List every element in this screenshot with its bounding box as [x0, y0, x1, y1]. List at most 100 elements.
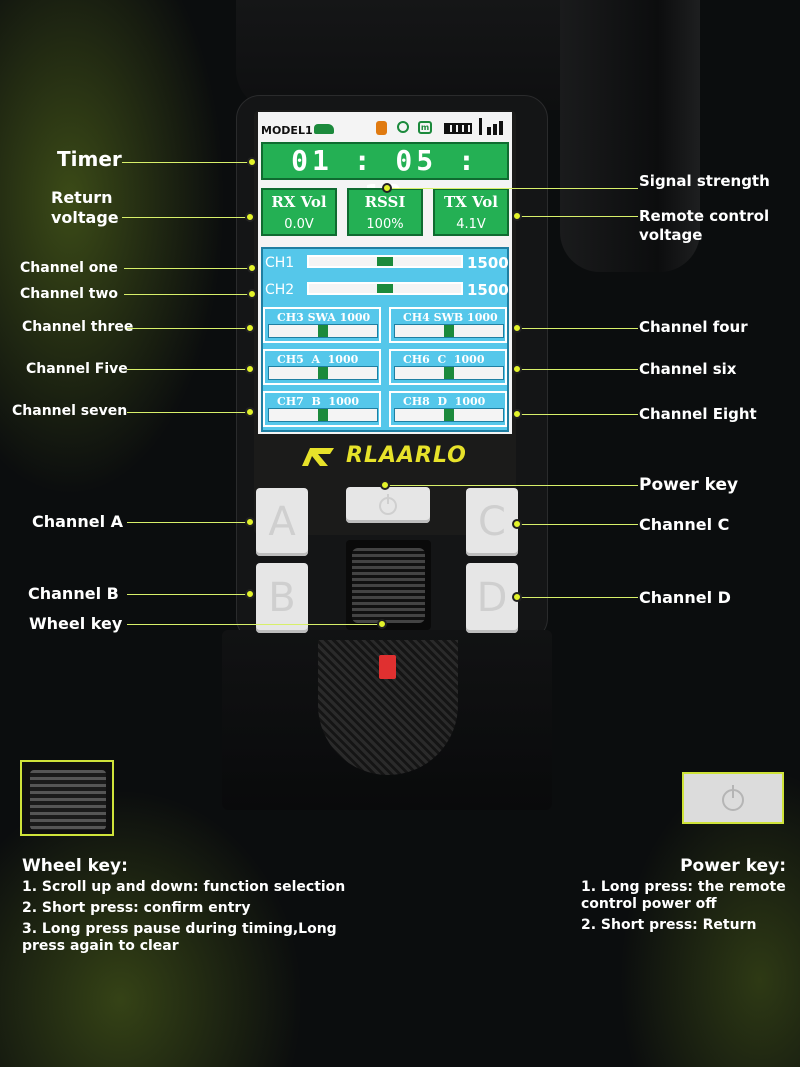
label-channel-six: Channel six [639, 360, 737, 378]
power-icon [379, 494, 397, 515]
channel-8-cell: CH8 D 1000 [389, 391, 507, 427]
dot-channel-six [512, 364, 522, 374]
power-thumbnail-icon [722, 785, 744, 811]
wheel-note-item: 1. Scroll up and down: function selectio… [22, 879, 346, 895]
brand-mark-icon [302, 448, 334, 466]
label-timer: Timer [57, 147, 122, 171]
dot-channel-three [245, 323, 255, 333]
timer-display: 01 : 05 : 10 [261, 142, 509, 211]
channel-1-label: CH1 [265, 255, 295, 271]
remote-top [236, 0, 586, 110]
dot-wheel-key [377, 619, 387, 629]
wheel-key[interactable] [346, 540, 431, 630]
channel-2-fill [377, 284, 393, 293]
rssi-box: RSSI 100% [347, 188, 423, 236]
channel-4-text: CH4 SWB 1000 [403, 311, 498, 324]
wheel-roller [352, 548, 425, 623]
dot-channel-eight [512, 409, 522, 419]
line-channel-five [127, 369, 249, 370]
dot-channel-b [245, 589, 255, 599]
channel-a-key[interactable]: A [256, 488, 308, 556]
line-channel-a [127, 522, 249, 523]
dot-signal-strength [382, 183, 392, 193]
channel-5-bar [268, 366, 378, 380]
line-channel-b [127, 594, 249, 595]
channel-4-bar [394, 324, 504, 338]
channel-5-text: CH5 A 1000 [277, 353, 359, 366]
rx-vol-value: 0.0V [284, 217, 314, 232]
dot-channel-four [512, 323, 522, 333]
label-return-voltage-2: voltage [51, 208, 119, 227]
wheel-key-thumbnail [20, 760, 114, 836]
wheel-key-note: Wheel key: 1. Scroll up and down: functi… [22, 858, 382, 959]
trigger [379, 655, 396, 679]
line-channel-c [518, 524, 638, 525]
channel-c-key[interactable]: C [466, 488, 518, 556]
dot-channel-one [247, 263, 257, 273]
tx-vol-box: TX Vol 4.1V [433, 188, 509, 236]
dot-timer [247, 157, 257, 167]
label-channel-b: Channel B [28, 584, 119, 603]
power-key[interactable] [346, 487, 430, 523]
label-signal-strength: Signal strength [639, 172, 770, 190]
steering-wheel [560, 0, 700, 272]
channel-3-bar [268, 324, 378, 338]
tx-vol-title: TX Vol [444, 193, 498, 211]
channel-6-text: CH6 C 1000 [403, 353, 485, 366]
label-channel-two: Channel two [20, 286, 119, 302]
channel-1-row: CH1 1500 [265, 253, 509, 273]
channel-1-fill [377, 257, 393, 266]
line-channel-seven [127, 412, 249, 413]
rx-vol-title: RX Vol [271, 193, 327, 211]
channel-3-text: CH3 SWA 1000 [277, 311, 371, 324]
rssi-value: 100% [366, 217, 404, 232]
channel-5-cell: CH5 A 1000 [263, 349, 381, 385]
label-channel-eight: Channel Eight [639, 405, 757, 423]
power-note-item: 2. Short press: Return [581, 917, 757, 933]
channel-6-fill [443, 367, 455, 379]
channel-2-label: CH2 [265, 282, 295, 298]
channel-1-value: 1500 [467, 254, 509, 272]
channel-2-value: 1500 [467, 281, 509, 299]
label-wheel-key: Wheel key [29, 614, 123, 633]
wheel-note-item: 3. Long press pause during timing,Long p… [22, 921, 337, 954]
label-channel-d: Channel D [639, 588, 731, 607]
channel-3-cell: CH3 SWA 1000 [263, 307, 381, 343]
power-note-item: 1. Long press: the remote control power … [581, 879, 786, 912]
line-channel-four [518, 328, 638, 329]
dot-channel-c [512, 519, 522, 529]
line-remote-voltage [518, 216, 638, 217]
channel-8-text: CH8 D 1000 [403, 395, 486, 408]
label-channel-one: Channel one [20, 260, 118, 276]
label-channel-a: Channel A [32, 512, 123, 531]
label-remote-voltage-2: voltage [639, 226, 703, 244]
wheel-note-item: 2. Short press: confirm entry [22, 900, 251, 916]
channel-8-bar [394, 408, 504, 422]
power-key-note: Power key: 1. Long press: the remote con… [581, 858, 786, 938]
channel-5-fill [317, 367, 329, 379]
battery-icon [444, 123, 472, 134]
label-channel-c: Channel C [639, 515, 730, 534]
channel-6-cell: CH6 C 1000 [389, 349, 507, 385]
brand-logo: RLAARLO [300, 440, 480, 474]
rx-vol-box: RX Vol 0.0V [261, 188, 337, 236]
channel-b-key[interactable]: B [256, 563, 308, 633]
tx-vol-value: 4.1V [456, 217, 486, 232]
status-bar: MODEL1 m [258, 112, 512, 140]
channel-7-cell: CH7 B 1000 [263, 391, 381, 427]
rssi-title: RSSI [364, 193, 406, 211]
line-channel-one [124, 268, 249, 269]
channel-d-key[interactable]: D [466, 563, 518, 633]
channel-2-row: CH2 1500 [265, 280, 509, 300]
brand-name: RLAARLO [346, 443, 467, 468]
signal-icon [479, 118, 507, 135]
line-timer [122, 162, 252, 163]
dot-power-key [380, 480, 390, 490]
channel-6-bar [394, 366, 504, 380]
label-channel-three: Channel three [22, 319, 134, 335]
channel-7-bar [268, 408, 378, 422]
channel-panel: CH1 1500 CH2 1500 CH3 SWA 1000 CH4 SWB 1… [261, 247, 509, 432]
dot-channel-d [512, 592, 522, 602]
label-return-voltage-1: Return [51, 188, 113, 207]
car-icon [314, 124, 334, 134]
